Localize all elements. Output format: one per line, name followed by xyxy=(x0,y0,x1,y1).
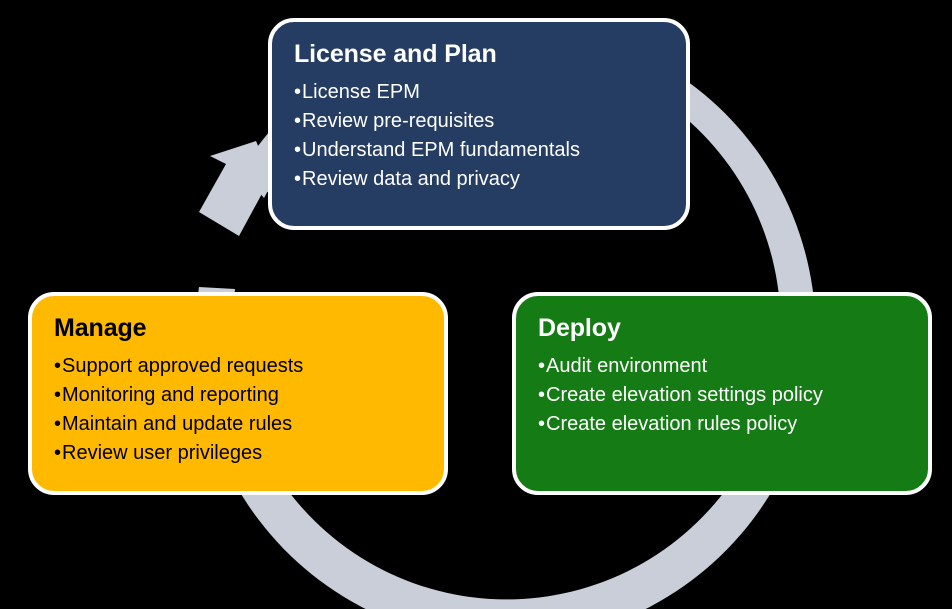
list-item-label: License EPM xyxy=(302,81,420,103)
node-title-manage: Manage xyxy=(54,314,147,342)
bullet-icon: • xyxy=(54,384,62,406)
list-item: •Maintain and update rules xyxy=(54,410,422,439)
list-item: •Create elevation rules policy xyxy=(538,410,906,439)
list-item: •Create elevation settings policy xyxy=(538,381,906,410)
list-item: •Understand EPM fundamentals xyxy=(294,136,664,165)
bullet-icon: • xyxy=(294,168,302,190)
process-node-license-and-plan[interactable]: License and Plan •License EPM •Review pr… xyxy=(268,18,690,230)
list-item: •License EPM xyxy=(294,78,664,107)
bullet-icon: • xyxy=(538,413,546,435)
node-bullet-list-manage: •Support approved requests •Monitoring a… xyxy=(54,352,422,468)
bullet-icon: • xyxy=(54,442,62,464)
node-bullet-list-license-and-plan: •License EPM •Review pre-requisites •Und… xyxy=(294,78,664,194)
bullet-icon: • xyxy=(538,384,546,406)
process-node-manage[interactable]: Manage •Support approved requests •Monit… xyxy=(28,292,448,495)
list-item-label: Understand EPM fundamentals xyxy=(302,139,580,161)
cycle-arrowhead-icon xyxy=(199,141,281,236)
list-item-label: Maintain and update rules xyxy=(62,413,293,435)
list-item: •Audit environment xyxy=(538,352,906,381)
list-item-label: Support approved requests xyxy=(62,355,304,377)
node-bullet-list-deploy: •Audit environment •Create elevation set… xyxy=(538,352,906,439)
bullet-icon: • xyxy=(294,139,302,161)
list-item-label: Review data and privacy xyxy=(302,168,520,190)
list-item: •Review user privileges xyxy=(54,439,422,468)
list-item-label: Create elevation settings policy xyxy=(546,384,823,406)
bullet-icon: • xyxy=(54,413,62,435)
process-node-deploy[interactable]: Deploy •Audit environment •Create elevat… xyxy=(512,292,932,495)
list-item-label: Review pre-requisites xyxy=(302,110,495,132)
bullet-icon: • xyxy=(294,81,302,103)
list-item-label: Review user privileges xyxy=(62,442,263,464)
list-item: •Review data and privacy xyxy=(294,165,664,194)
list-item: •Review pre-requisites xyxy=(294,107,664,136)
list-item: •Monitoring and reporting xyxy=(54,381,422,410)
bullet-icon: • xyxy=(294,110,302,132)
node-title-deploy: Deploy xyxy=(538,314,621,342)
bullet-icon: • xyxy=(54,355,62,377)
list-item-label: Audit environment xyxy=(546,355,708,377)
list-item-label: Monitoring and reporting xyxy=(62,384,279,406)
node-title-license-and-plan: License and Plan xyxy=(294,40,497,68)
bullet-icon: • xyxy=(538,355,546,377)
list-item: •Support approved requests xyxy=(54,352,422,381)
list-item-label: Create elevation rules policy xyxy=(546,413,798,435)
